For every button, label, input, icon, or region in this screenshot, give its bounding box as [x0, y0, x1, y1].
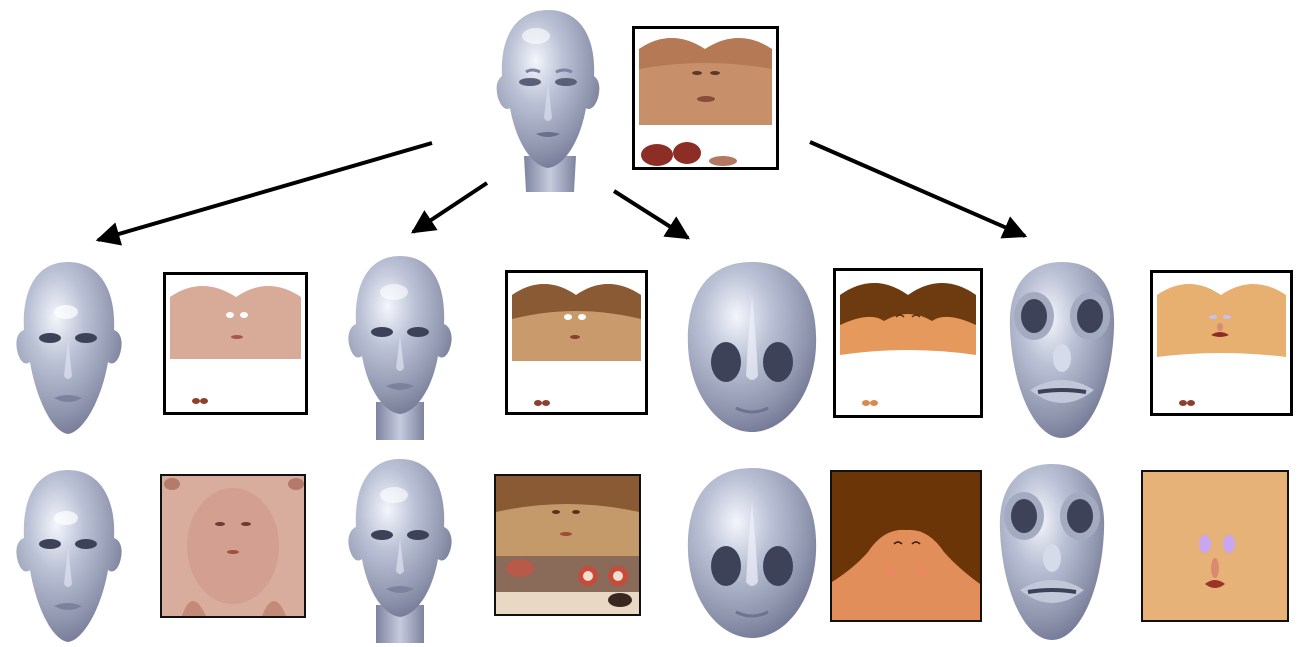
arrow-to-column-1	[98, 143, 432, 240]
arrow-to-column-2	[413, 183, 487, 232]
column-1-row-2-texture	[160, 474, 306, 618]
arrow-to-column-3	[614, 191, 688, 238]
column-1-row-1-texture	[163, 272, 308, 415]
column-4-row-1-head	[1000, 258, 1124, 444]
column-3-row-1-head	[676, 256, 828, 438]
column-2-row-1-head	[338, 252, 462, 442]
column-4-row-1-texture	[1150, 270, 1293, 416]
column-1-row-1-head	[8, 258, 130, 438]
column-2-row-2-texture	[494, 474, 641, 616]
column-4-row-2-texture	[1141, 470, 1289, 622]
column-4-row-2-head	[990, 460, 1114, 646]
source-head	[486, 6, 610, 196]
source-texture	[632, 26, 779, 170]
arrow-to-column-4	[810, 142, 1025, 236]
column-3-row-2-texture	[830, 470, 982, 622]
column-3-row-1-texture	[833, 268, 983, 418]
column-3-row-2-head	[676, 462, 828, 644]
column-1-row-2-head	[8, 466, 130, 646]
column-2-row-1-texture	[505, 270, 648, 415]
column-2-row-2-head	[338, 455, 462, 645]
